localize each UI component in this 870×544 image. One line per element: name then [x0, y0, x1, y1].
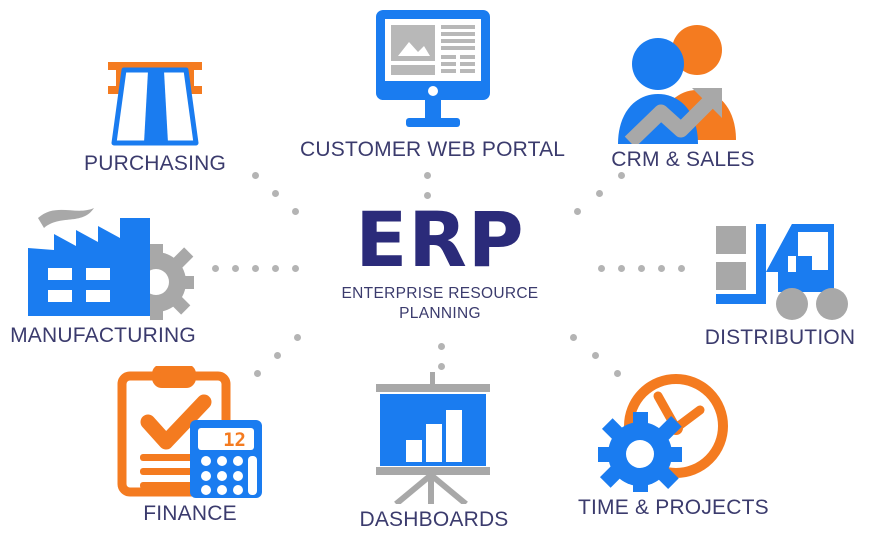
connector-dot [592, 352, 599, 359]
module-time-projects[interactable]: TIME & PROJECTS [578, 370, 769, 520]
calculator-display: 12 [223, 429, 246, 451]
erp-hub: ERP ENTERPRISE RESOURCE PLANNING [330, 195, 550, 323]
module-label: FINANCE [143, 502, 237, 525]
connector-dot [678, 265, 685, 272]
connector-dot [574, 208, 581, 215]
connector-dot [614, 370, 621, 377]
connector-hub-manufacturing [212, 265, 299, 272]
module-label: CUSTOMER WEB PORTAL [300, 138, 566, 161]
connector-dot [638, 265, 645, 272]
connector-hub-customer-web-portal [424, 172, 431, 199]
connector-dot [618, 172, 625, 179]
connector-dot [438, 343, 445, 350]
connector-dot [252, 265, 259, 272]
erp-expansion-line-2: PLANNING [399, 304, 481, 322]
module-label: PURCHASING [84, 152, 227, 175]
monitor-icon [358, 6, 508, 134]
connector-dot [272, 190, 279, 197]
module-dashboards[interactable]: DASHBOARDS [358, 372, 510, 532]
module-finance[interactable]: 12 FINANCE [112, 364, 268, 526]
connector-dot [232, 265, 239, 272]
module-manufacturing[interactable]: MANUFACTURING [8, 196, 198, 348]
clock-gear-icon [598, 370, 748, 496]
erp-expansion-line-1: ENTERPRISE RESOURCE [341, 285, 539, 303]
connector-dot [252, 172, 259, 179]
module-label: TIME & PROJECTS [578, 496, 769, 519]
connector-dot [292, 208, 299, 215]
connector-dot [570, 334, 577, 341]
connector-hub-finance [248, 330, 308, 386]
module-purchasing[interactable]: PURCHASING [84, 48, 226, 176]
connector-hub-crm-sales [570, 168, 630, 224]
connector-hub-time-projects [566, 330, 626, 386]
module-label: CRM & SALES [611, 148, 755, 171]
connector-dot [658, 265, 665, 272]
connector-dot [274, 352, 281, 359]
module-label: DISTRIBUTION [704, 326, 856, 349]
module-distribution[interactable]: DISTRIBUTION [700, 216, 860, 350]
module-label: DASHBOARDS [359, 508, 509, 531]
connector-hub-dashboards [438, 343, 445, 370]
connector-dot [272, 265, 279, 272]
connector-dot [438, 363, 445, 370]
connector-dot [424, 172, 431, 179]
module-customer-web-portal[interactable]: CUSTOMER WEB PORTAL [300, 6, 565, 162]
connector-dot [294, 334, 301, 341]
connector-hub-purchasing [248, 168, 308, 224]
module-crm-sales[interactable]: CRM & SALES [608, 22, 758, 172]
connector-dot [254, 370, 261, 377]
connector-dot [598, 265, 605, 272]
connector-dot [596, 190, 603, 197]
clipboard-calculator-icon: 12 [112, 364, 268, 498]
forklift-icon [700, 216, 860, 322]
card-slot-icon [94, 48, 216, 148]
connector-hub-distribution [598, 265, 685, 272]
erp-expansion: ENTERPRISE RESOURCE PLANNING [330, 284, 550, 323]
connector-dot [424, 192, 431, 199]
presentation-chart-icon [358, 372, 510, 507]
module-label: MANUFACTURING [10, 324, 196, 347]
erp-acronym: ERP [355, 195, 525, 284]
users-growth-icon [608, 22, 758, 148]
connector-dot [618, 265, 625, 272]
connector-dot [292, 265, 299, 272]
factory-gear-icon [8, 196, 198, 320]
connector-dot [212, 265, 219, 272]
